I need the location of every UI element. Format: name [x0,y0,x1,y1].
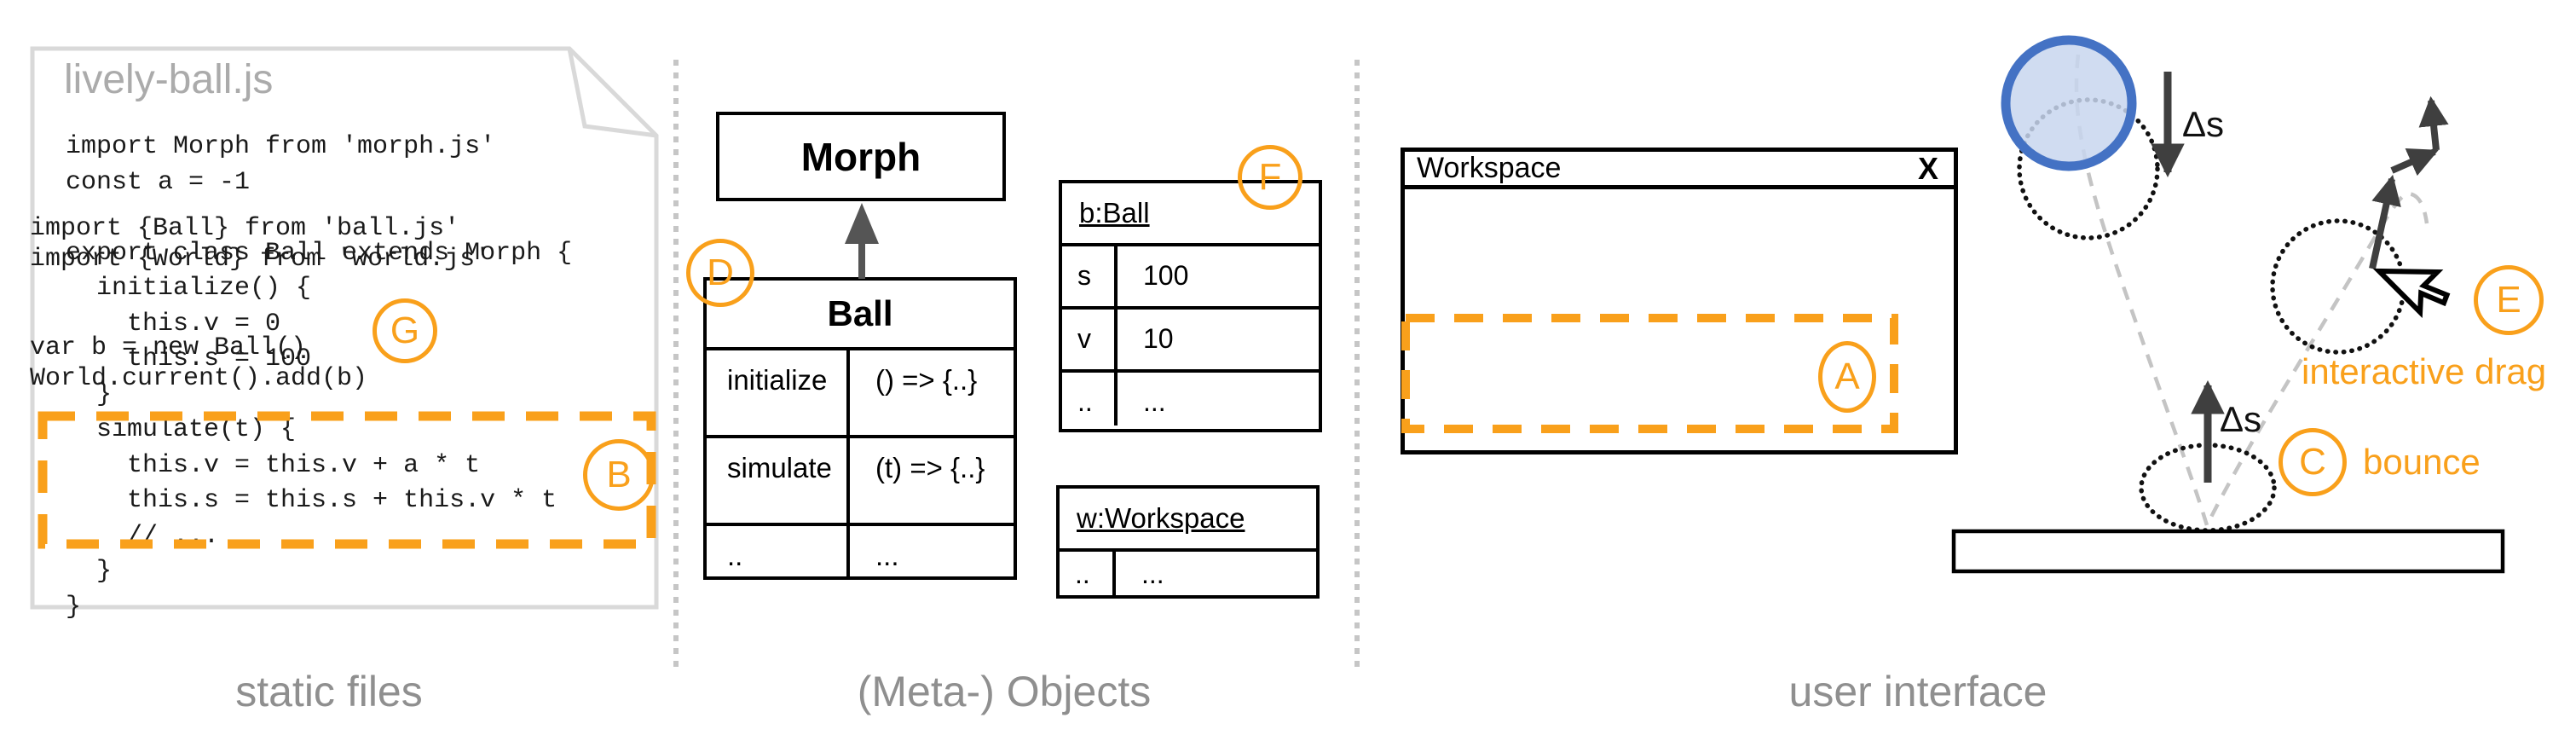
workspace-titlebar[interactable]: Workspace X [1405,150,1954,189]
file-name: lively-ball.js [64,57,274,102]
close-button[interactable]: X [1917,150,1938,186]
badge-c: C [2279,428,2347,496]
drag-path-arrows [2369,96,2449,269]
workspace-window: Workspace X [1401,148,1958,454]
slot-value: 100 [1143,260,1189,291]
code-line: } [66,379,113,409]
section-separator-right [1354,60,1360,669]
table-row: .. ... [1062,369,1319,425]
slot-name: v [1062,310,1118,369]
code-line: this.s = this.s + this.v * t [66,486,557,515]
member-name: .. [707,526,850,576]
table-row: v 10 [1062,306,1319,369]
slot-value: ... [1141,559,1164,589]
caption-meta-objects: (Meta-) Objects [857,668,1152,715]
bounce-ellipse [2139,443,2277,533]
member-name: simulate [707,438,850,523]
table-row: .. ... [707,523,1014,576]
code-line: initialize() { [66,274,312,303]
ball-class-title: Ball [827,293,893,333]
workspace-window-title: Workspace [1417,152,1562,184]
member-value: (t) => {..} [875,452,985,483]
badge-d: D [686,239,754,307]
morph-class-box: Morph [716,112,1006,201]
ground [1951,529,2505,574]
workspace-code-line[interactable]: import {Ball} from 'ball.js' [30,214,460,243]
table-row: initialize () => {..} [707,347,1014,435]
inheritance-arrow-head-icon [845,203,879,244]
caption-user-interface: user interface [1788,668,2048,715]
mouse-cursor-icon [2372,268,2451,318]
bounce-label: bounce [2363,442,2481,482]
fold-corner-icon [567,48,657,138]
delta-s-label-top: Δs [2182,104,2225,144]
workspace-code-line[interactable]: var b = new Ball() [30,333,307,362]
ball-class-header: Ball [707,281,1014,347]
ghost-ball-circle-falling [2017,97,2160,240]
slot-name: s [1062,246,1118,306]
code-line: this.s = 100 [66,344,312,373]
table-row: s 100 [1062,243,1319,306]
b-ball-object-box: b:Ball s 100 v 10 .. ... [1059,180,1322,432]
section-separator-left [673,60,679,669]
badge-e: E [2474,265,2544,335]
interactive-drag-label: interactive drag [2302,351,2547,391]
badge-g: G [373,298,437,363]
code-line: this.v = 0 [66,309,281,339]
workspace-code-line[interactable]: World.current().add(b) [30,364,368,393]
w-workspace-object-box: w:Workspace .. ... [1056,485,1320,599]
badge-f: F [1238,145,1302,210]
code-line: this.v = this.v + a * t [66,450,481,480]
ghost-ball-circle-drag [2270,218,2406,355]
code-line: simulate(t) { [66,415,297,444]
ball-class-box: Ball initialize () => {..} simulate (t) … [703,277,1017,580]
caption-static-files: static files [235,668,423,715]
slot-name: .. [1060,552,1116,595]
table-row: .. ... [1060,548,1316,595]
code-line: const a = -1 [66,167,251,197]
member-value: ... [875,540,899,571]
member-value: () => {..} [875,364,978,396]
code-line: } [66,557,113,586]
code-line: import Morph from 'morph.js' [66,132,496,161]
ball-morph[interactable] [2001,35,2137,171]
badge-a: A [1818,341,1876,413]
badge-b: B [583,439,655,511]
code-line: } [66,592,82,622]
code-line: // ... [66,521,220,551]
code-line: export class Ball extends Morph { [66,238,573,268]
b-ball-object-title: b:Ball [1079,197,1150,229]
member-name: initialize [707,350,850,435]
w-workspace-object-title: w:Workspace [1077,502,1245,534]
workspace-code-line[interactable]: import {World} from 'world.js' [30,245,491,274]
slot-value: ... [1143,386,1166,417]
slot-name: .. [1062,373,1118,425]
delta-s-label-bottom: Δs [2220,399,2262,439]
table-row: simulate (t) => {..} [707,435,1014,523]
morph-class-title: Morph [800,134,921,179]
slot-value: 10 [1143,323,1174,354]
